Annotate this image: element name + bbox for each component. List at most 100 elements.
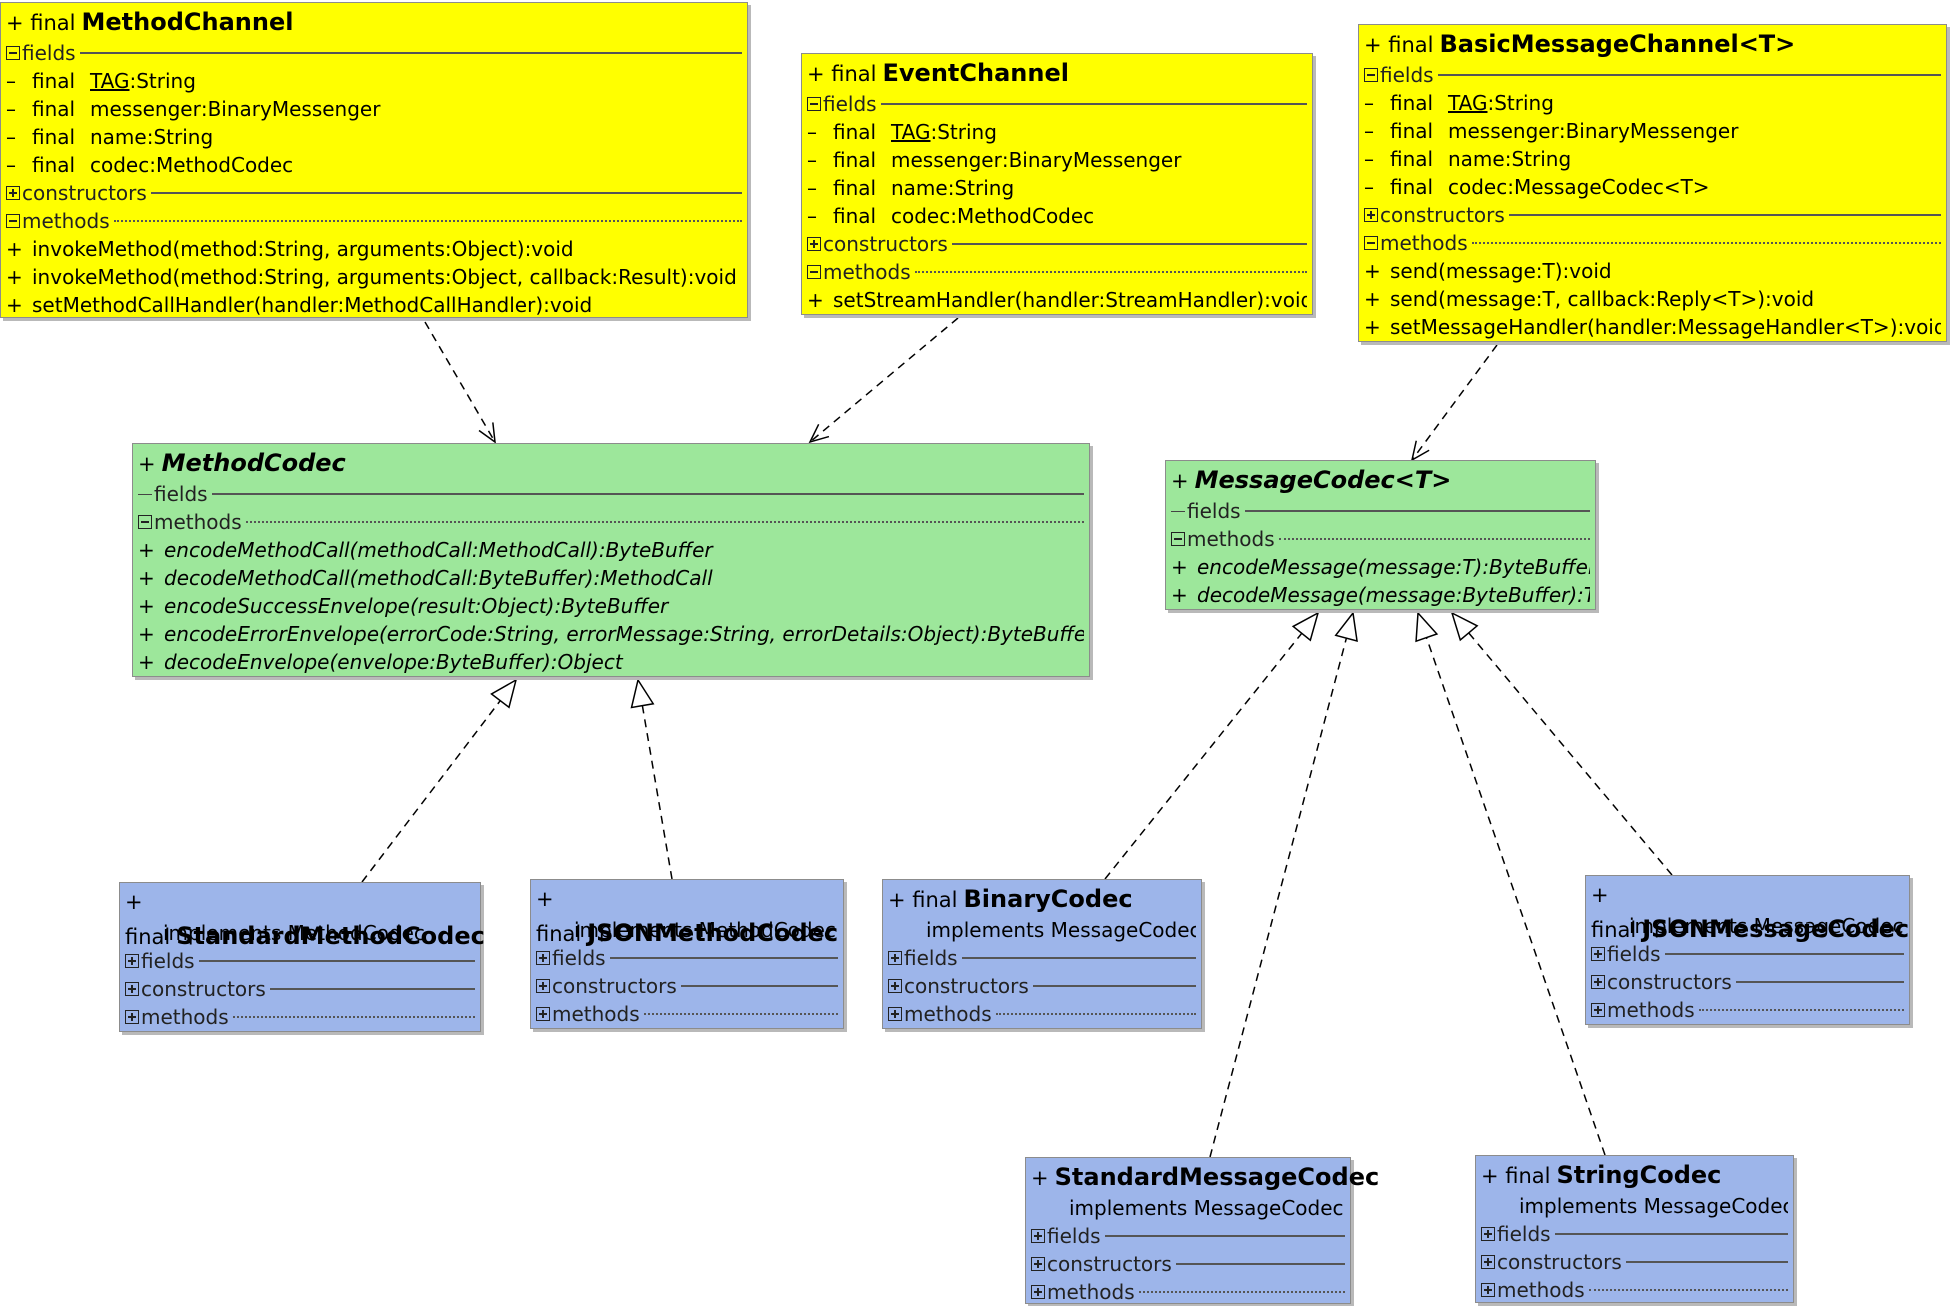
method-row[interactable]: +encodeMessage(message:T):ByteBuffer [1171,553,1590,581]
expand-icon[interactable] [125,954,139,968]
fields-section-header[interactable]: fields [1591,940,1904,968]
expand-icon[interactable] [1031,1229,1045,1243]
methods-section-header[interactable]: methods [6,207,742,235]
constructors-section-header[interactable]: constructors [807,230,1307,258]
interface-box-message-codec[interactable]: +MessageCodec<T> fields methods +encodeM… [1165,460,1596,610]
methods-section-header[interactable]: methods [125,1003,475,1031]
method-row[interactable]: +setMessageHandler(handler:MessageHandle… [1364,313,1941,341]
method-row[interactable]: +send(message:T):void [1364,257,1941,285]
expand-icon[interactable] [1481,1227,1495,1241]
interface-box-method-codec[interactable]: +MethodCodec fields methods +encodeMetho… [132,443,1090,677]
collapse-icon[interactable] [138,515,152,529]
fields-section-header[interactable]: fields [138,480,1084,508]
constructors-section-header[interactable]: constructors [125,975,475,1003]
method-row[interactable]: +invokeMethod(method:String, arguments:O… [6,235,742,263]
fields-section-header[interactable]: fields [807,90,1307,118]
method-row[interactable]: +setStreamHandler(handler:StreamHandler)… [807,286,1307,314]
constructors-section-header[interactable]: constructors [1031,1250,1345,1278]
collapse-icon[interactable] [6,46,20,60]
collapse-icon[interactable] [807,97,821,111]
method-row[interactable]: +invokeMethod(method:String, arguments:O… [6,263,742,291]
collapse-icon[interactable] [6,214,20,228]
expand-icon[interactable] [536,979,550,993]
constructors-section-header[interactable]: constructors [1481,1248,1788,1276]
expand-icon[interactable] [536,1007,550,1021]
expand-icon[interactable] [125,1010,139,1024]
fields-section-header[interactable]: fields [125,947,475,975]
expand-icon[interactable] [125,982,139,996]
collapse-icon[interactable] [1364,236,1378,250]
expand-icon[interactable] [888,979,902,993]
method-row[interactable]: +encodeMethodCall(methodCall:MethodCall)… [138,536,1084,564]
expand-icon[interactable] [1481,1283,1495,1297]
methods-section-header[interactable]: methods [138,508,1084,536]
expand-icon[interactable] [888,951,902,965]
fields-section-header[interactable]: fields [1031,1222,1345,1250]
expand-icon[interactable] [1481,1255,1495,1269]
class-name: JSONMessageCodec [1642,915,1910,943]
method-row[interactable]: +encodeErrorEnvelope(errorCode:String, e… [138,620,1084,648]
methods-section-header[interactable]: methods [1031,1278,1345,1306]
expand-icon[interactable] [1591,975,1605,989]
methods-section-header[interactable]: methods [1591,996,1904,1024]
methods-section-header[interactable]: methods [888,1000,1196,1028]
expand-icon[interactable] [1591,1003,1605,1017]
fields-section-header[interactable]: fields [1171,497,1590,525]
expand-icon[interactable] [807,237,821,251]
fields-section-header[interactable]: fields [536,944,838,972]
expand-icon[interactable] [1591,947,1605,961]
expand-icon[interactable] [6,186,20,200]
collapse-icon[interactable] [1364,68,1378,82]
fields-section-header[interactable]: fields [888,944,1196,972]
methods-section-header[interactable]: methods [1481,1276,1788,1304]
method-row[interactable]: +send(message:T, callback:Reply<T>):void [1364,285,1941,313]
expand-icon[interactable] [1364,208,1378,222]
fields-section-header[interactable]: fields [6,39,742,67]
methods-section-header[interactable]: methods [1364,229,1941,257]
constructors-section-header[interactable]: constructors [888,972,1196,1000]
constructors-section-header[interactable]: constructors [1364,201,1941,229]
method-row[interactable]: +decodeEnvelope(envelope:ByteBuffer):Obj… [138,648,1084,676]
fields-section-header[interactable]: fields [1481,1220,1788,1248]
expand-icon[interactable] [888,1007,902,1021]
methods-section-header[interactable]: methods [807,258,1307,286]
final-modifier: final [1390,147,1434,171]
methods-section-header[interactable]: methods [1171,525,1590,553]
empty-section-icon [1171,510,1185,512]
expand-icon[interactable] [1031,1285,1045,1299]
method-row[interactable]: +setMethodCallHandler(handler:MethodCall… [6,291,742,319]
expand-icon[interactable] [536,951,550,965]
collapse-icon[interactable] [1171,532,1185,546]
constructors-section-header[interactable]: constructors [1591,968,1904,996]
expand-icon[interactable] [1031,1257,1045,1271]
constructors-section-header[interactable]: constructors [536,972,838,1000]
collapse-icon[interactable] [807,265,821,279]
method-row[interactable]: +encodeSuccessEnvelope(result:Object):By… [138,592,1084,620]
methods-section-header[interactable]: methods [536,1000,838,1028]
constructors-section-header[interactable]: constructors [6,179,742,207]
fields-section-header[interactable]: fields [1364,61,1941,89]
method-row[interactable]: +decodeMethodCall(methodCall:ByteBuffer)… [138,564,1084,592]
method-row[interactable]: +decodeMessage(message:ByteBuffer):T [1171,581,1590,609]
